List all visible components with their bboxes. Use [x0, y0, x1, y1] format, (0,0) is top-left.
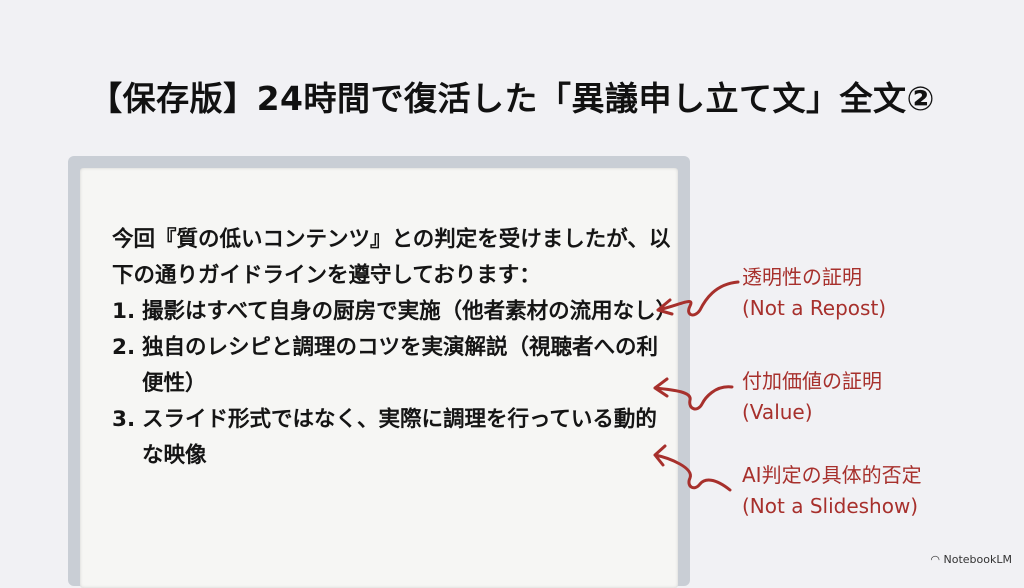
annotation-arrows	[653, 280, 740, 492]
brand-label: NotebookLM	[943, 553, 1012, 566]
annotation-subtitle: (Not a Repost)	[742, 296, 887, 320]
letter-card: 今回『質の低いコンテンツ』との判定を受けましたが、以下の通りガイドラインを遵守し…	[68, 156, 690, 588]
letter-body: 今回『質の低いコンテンツ』との判定を受けましたが、以下の通りガイドラインを遵守し…	[112, 222, 678, 474]
item-text: スライド形式ではなく、実際に調理を行っている動的な映像	[142, 407, 657, 468]
arrow-icon	[653, 444, 732, 492]
letter-paper: 今回『質の低いコンテンツ』との判定を受けましたが、以下の通りガイドラインを遵守し…	[80, 168, 678, 588]
arrow-icon	[656, 280, 740, 317]
logo-icon: ◠	[930, 553, 944, 566]
arrow-icon	[653, 377, 734, 411]
list-item: 2. 独自のレシピと調理のコツを実演解説（視聴者への利便性）	[112, 330, 672, 402]
list-item: 1. 撮影はすべて自身の厨房で実施（他者素材の流用なし）	[112, 294, 678, 330]
annotation-value: 付加価値の証明 (Value)	[742, 366, 882, 428]
annotation-transparency: 透明性の証明 (Not a Repost)	[742, 262, 886, 324]
item-number: 2.	[112, 335, 136, 360]
annotation-title: 透明性の証明	[742, 265, 862, 289]
annotation-title: AI判定の具体的否定	[742, 463, 922, 487]
item-number: 1.	[112, 299, 136, 324]
item-number: 3.	[112, 407, 136, 432]
annotation-not-slideshow: AI判定の具体的否定 (Not a Slideshow)	[742, 460, 922, 522]
item-text: 独自のレシピと調理のコツを実演解説（視聴者への利便性）	[142, 335, 659, 396]
slide-title: 【保存版】24時間で復活した「異議申し立て文」全文②	[89, 79, 935, 118]
list-item: 3. スライド形式ではなく、実際に調理を行っている動的な映像	[112, 402, 672, 474]
annotation-subtitle: (Not a Slideshow)	[742, 494, 919, 518]
notebooklm-logo: ◠ NotebookLM	[930, 553, 1012, 566]
annotation-title: 付加価値の証明	[742, 369, 882, 393]
item-text: 撮影はすべて自身の厨房で実施（他者素材の流用なし）	[142, 299, 678, 324]
letter-intro: 今回『質の低いコンテンツ』との判定を受けましたが、以下の通りガイドラインを遵守し…	[112, 227, 671, 288]
annotation-subtitle: (Value)	[742, 400, 813, 424]
